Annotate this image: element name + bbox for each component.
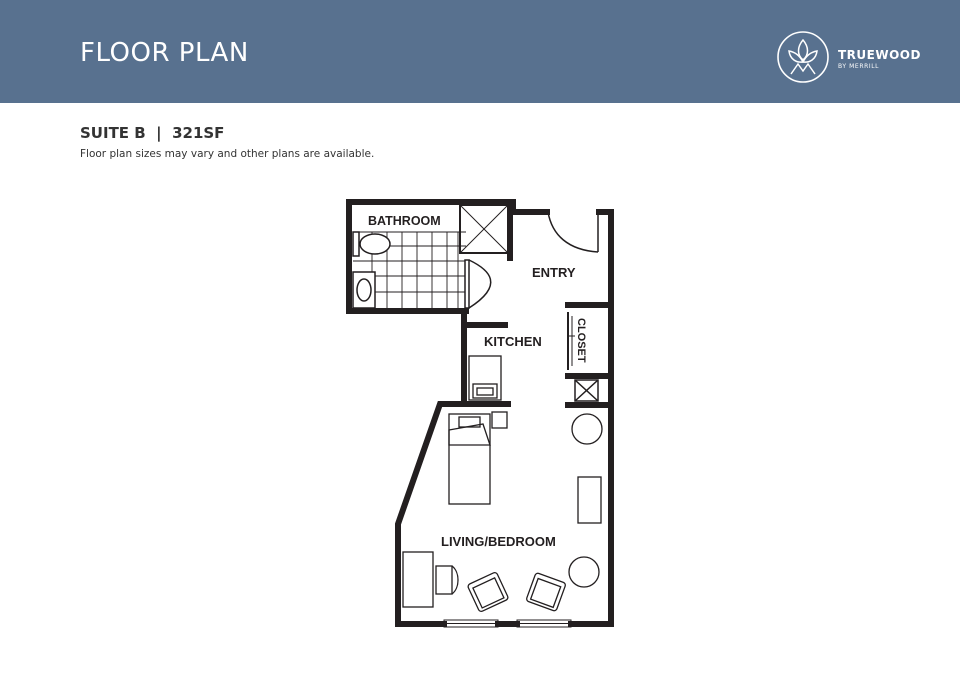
bathroom-sink	[352, 271, 376, 309]
armchair-right	[526, 572, 566, 612]
kitchenette	[468, 355, 502, 401]
room-label-kitchen: KITCHEN	[484, 334, 542, 349]
closet	[567, 312, 575, 370]
round-table	[571, 413, 603, 445]
toilet	[352, 231, 391, 257]
disclaimer-note: Floor plan sizes may vary and other plan…	[80, 148, 375, 160]
bed	[448, 413, 491, 505]
utility-chase	[574, 379, 599, 402]
brand-name: TRUEWOOD	[838, 48, 921, 62]
shower	[459, 204, 509, 254]
nightstand	[491, 411, 508, 429]
desk	[402, 551, 459, 608]
armchair-left	[467, 571, 509, 613]
walls	[346, 199, 614, 627]
header-bar: FLOOR PLAN TRUEWOOD BY MERRILL	[0, 0, 960, 103]
brand-subtitle: BY MERRILL	[838, 63, 880, 70]
room-label-living-bedroom: LIVING/BEDROOM	[441, 534, 556, 549]
room-label-entry: ENTRY	[532, 265, 576, 280]
page-title: FLOOR PLAN	[80, 38, 249, 68]
side-table	[568, 556, 600, 588]
truewood-logo-icon	[777, 31, 829, 83]
dresser	[577, 476, 602, 524]
room-label-bathroom: BATHROOM	[368, 214, 441, 228]
floor-plan-drawing: BATHROOM ENTRY KITCHEN LIVING/BEDROOM CL…	[346, 199, 614, 628]
room-label-closet: CLOSET	[575, 318, 587, 363]
bathroom-door	[464, 259, 492, 309]
suite-heading: SUITE B | 321SF	[80, 124, 225, 142]
entry-door	[547, 211, 599, 253]
